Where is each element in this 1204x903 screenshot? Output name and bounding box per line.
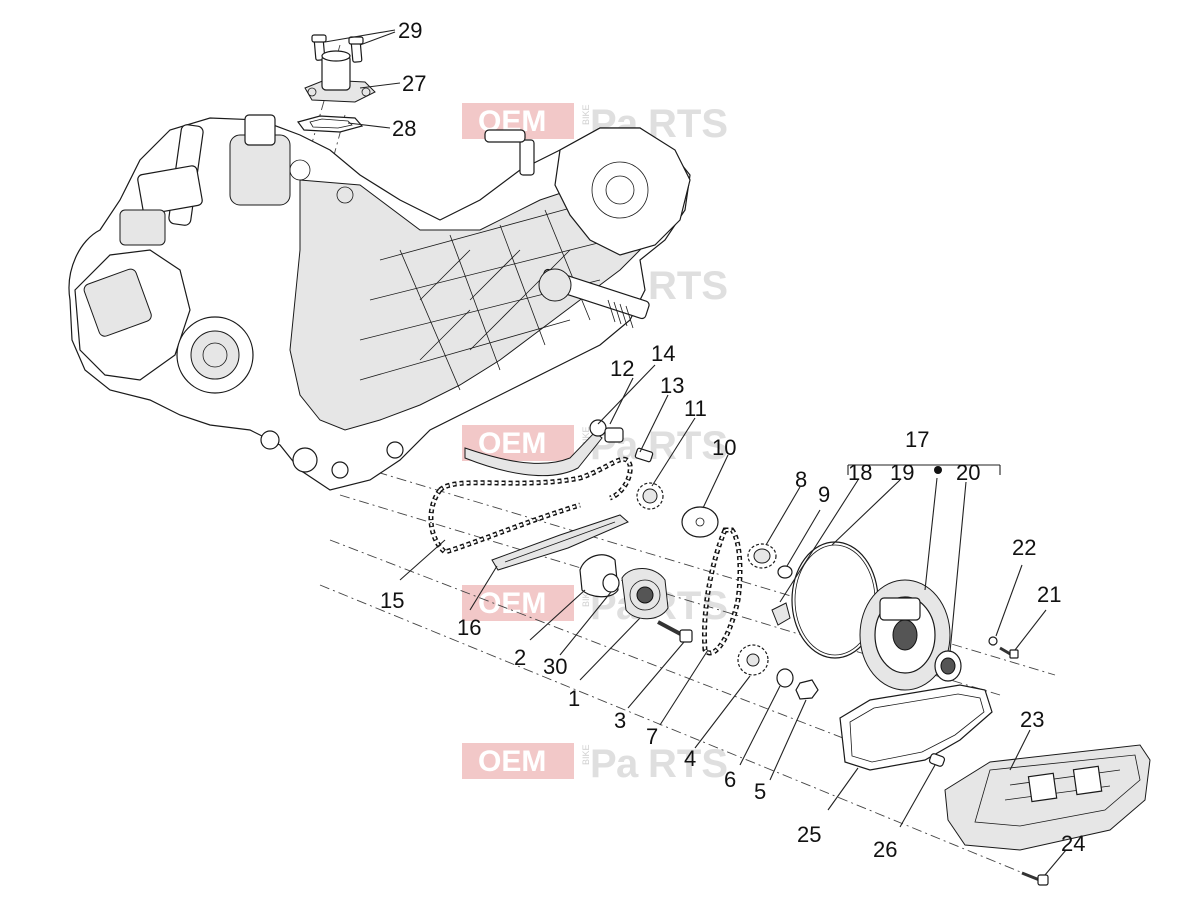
callout-11: 11 — [684, 396, 707, 421]
svg-text:a: a — [616, 742, 639, 786]
callout-27: 27 — [402, 71, 426, 96]
part-29-screws — [311, 34, 364, 63]
svg-text:BIKE: BIKE — [581, 586, 591, 607]
part-21-screw — [999, 646, 1019, 659]
part-18-seal-block — [771, 602, 791, 626]
svg-text:RTS: RTS — [648, 742, 728, 786]
svg-text:BIKE: BIKE — [581, 104, 591, 125]
callout-2: 2 — [514, 645, 526, 670]
callout-6: 6 — [724, 767, 736, 792]
callout-20: 20 — [956, 460, 980, 485]
callout-13: 13 — [660, 373, 684, 398]
callout-30: 30 — [543, 654, 567, 679]
callout-26: 26 — [873, 837, 897, 862]
part-25-gasket — [839, 684, 993, 771]
callout-24: 24 — [1061, 831, 1085, 856]
part-14-tensioner-slider — [464, 419, 607, 477]
callout-23: 23 — [1020, 707, 1044, 732]
callout-7: 7 — [646, 724, 658, 749]
svg-text:P: P — [590, 742, 617, 786]
callout-25: 25 — [797, 822, 821, 847]
callout-labels: 1 2 3 4 5 6 7 8 9 10 11 12 13 14 15 16 1… — [380, 18, 1085, 862]
part-11-sprocket — [636, 482, 664, 510]
callout-4: 4 — [684, 746, 696, 771]
part-24-bolt — [1021, 871, 1049, 886]
part-10-washer — [681, 506, 719, 538]
part-15-timing-chain — [428, 456, 633, 555]
part-22-washer — [988, 636, 998, 646]
part-5-nut — [795, 679, 819, 700]
part-1-oil-pump — [621, 568, 669, 620]
callout-17: 17 — [905, 427, 929, 452]
part-17-cover — [859, 579, 951, 691]
callout-14: 14 — [651, 341, 675, 366]
part-7-pump-chain — [702, 527, 743, 656]
part-27-chain-tensioner — [304, 50, 376, 103]
callout-8: 8 — [795, 467, 807, 492]
output-shaft — [538, 268, 650, 329]
part-8-sprocket — [747, 543, 777, 569]
callout-21: 21 — [1037, 582, 1061, 607]
leader-lines — [324, 29, 1067, 876]
svg-text:RTS: RTS — [648, 264, 728, 308]
part-26-dowel — [928, 753, 946, 767]
part-28-gasket — [296, 115, 364, 133]
callout-29: 29 — [398, 18, 422, 43]
svg-text:OEM: OEM — [478, 745, 546, 778]
svg-text:RTS: RTS — [648, 424, 728, 468]
callout-19: 19 — [890, 460, 914, 485]
svg-text:OEM: OEM — [478, 587, 546, 620]
part-6-washer — [776, 668, 794, 688]
part-30-oring — [602, 573, 620, 593]
callout-5: 5 — [754, 779, 766, 804]
callout-18: 18 — [848, 460, 872, 485]
part-9-oring — [777, 565, 793, 579]
callout-15: 15 — [380, 588, 404, 613]
crankcase-ribs — [359, 199, 611, 391]
engine-crankcase — [68, 114, 691, 491]
watermark-1: OEM BIKE P a RTS — [462, 102, 728, 146]
part-12-bushing — [604, 427, 624, 443]
callout-10: 10 — [712, 435, 736, 460]
watermark-5: OEM BIKE P a RTS — [462, 742, 728, 786]
part-23-oil-sump — [944, 744, 1151, 851]
svg-text:RTS: RTS — [648, 102, 728, 146]
callout-3: 3 — [614, 708, 626, 733]
svg-text:OEM: OEM — [478, 427, 546, 460]
callout-16: 16 — [457, 615, 481, 640]
bullet-marker — [934, 466, 942, 474]
callout-9: 9 — [818, 482, 830, 507]
part-3-bolt — [657, 620, 693, 643]
part-16-chain-guide — [491, 514, 629, 571]
part-4-pump-sprocket — [737, 644, 769, 676]
callout-1: 1 — [568, 686, 580, 711]
callout-22: 22 — [1012, 535, 1036, 560]
svg-text:BIKE: BIKE — [581, 744, 591, 765]
part-20-oil-seal — [934, 650, 962, 682]
callout-28: 28 — [392, 116, 416, 141]
svg-text:BIKE: BIKE — [581, 426, 591, 447]
callout-12: 12 — [610, 356, 634, 381]
